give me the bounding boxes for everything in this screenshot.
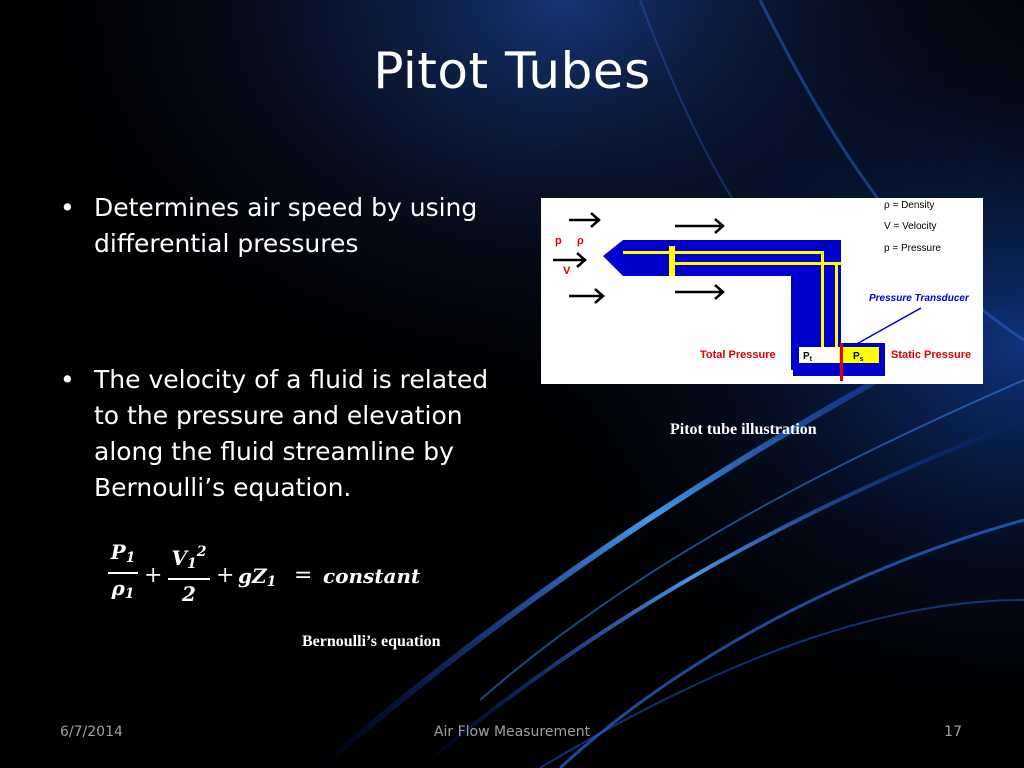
pitot-tube-diagram: p ρ V ρ = Density V = Velocity p = Press… — [553, 200, 971, 381]
figure-caption: Pitot tube illustration — [670, 421, 817, 438]
legend-density: ρ = Density — [884, 200, 934, 211]
bullet-item: • The velocity of a fluid is related to … — [60, 362, 510, 506]
static-pressure-label: Static Pressure — [891, 349, 971, 361]
legend-pressure: p = Pressure — [884, 243, 941, 254]
label-rho: ρ — [577, 235, 584, 247]
ps-label: Ps — [853, 351, 864, 363]
transducer-label: Pressure Transducer — [869, 293, 970, 304]
total-pressure-label: Total Pressure — [700, 349, 776, 361]
bullet-glyph: • — [60, 193, 75, 222]
plus-sign: + — [216, 563, 235, 588]
bullet-text: The velocity of a fluid is related to th… — [94, 365, 489, 502]
label-p: p — [555, 235, 562, 247]
bernoulli-equation: P1 ρ1 + V12 2 + gZ1 = constant — [108, 540, 448, 610]
pitot-tube-figure: p ρ V ρ = Density V = Velocity p = Press… — [541, 198, 983, 384]
footer-page-number: 17 — [944, 724, 962, 740]
gz-term: gZ1 — [238, 564, 277, 590]
fraction-v-squared-over-two: V12 2 — [168, 540, 210, 606]
constant-term: constant — [323, 564, 421, 588]
bullet-glyph: • — [60, 365, 75, 394]
bullet-item: • Determines air speed by using differen… — [60, 190, 500, 262]
equals-sign: = — [294, 563, 313, 588]
fraction-p-over-rho: P1 ρ1 — [108, 540, 138, 606]
footer-title: Air Flow Measurement — [433, 724, 591, 740]
flow-arrows — [553, 212, 725, 304]
label-v: V — [563, 265, 571, 277]
slide-title: Pitot Tubes — [373, 42, 651, 100]
footer-date: 6/7/2014 — [60, 724, 123, 740]
plus-sign: + — [144, 563, 163, 588]
equation-caption: Bernoulli’s equation — [302, 633, 441, 650]
bullet-text: Determines air speed by using differenti… — [94, 193, 478, 258]
pitot-tube-body — [603, 240, 885, 381]
pt-label: Pt — [803, 351, 813, 363]
legend-velocity: V = Velocity — [884, 221, 937, 232]
transducer-pointer — [852, 307, 922, 347]
